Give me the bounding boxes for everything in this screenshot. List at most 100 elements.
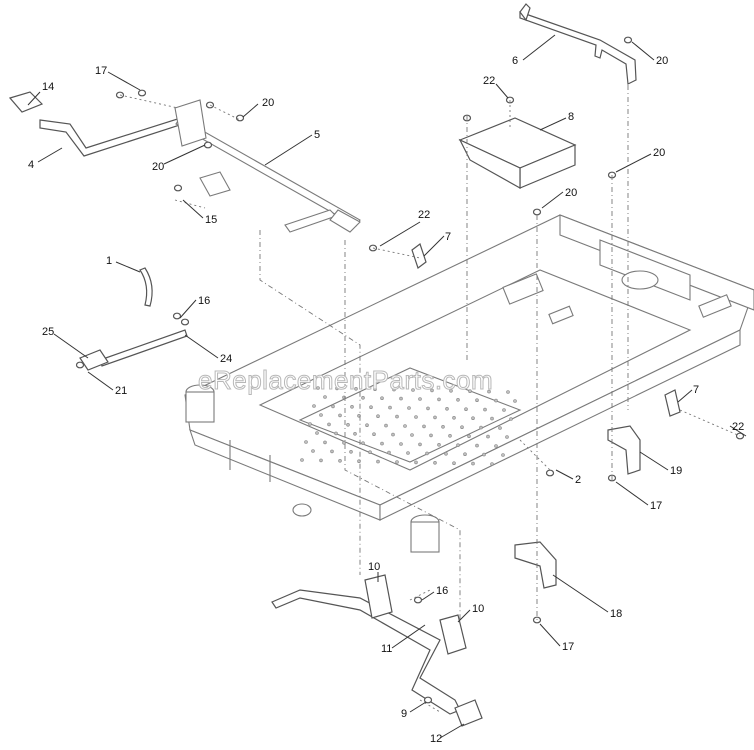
floor-hole (494, 398, 498, 403)
callout-22-c: 22 (732, 421, 744, 433)
floor-hole (422, 424, 426, 429)
floor-hole (467, 434, 471, 439)
floor-hole (406, 451, 410, 455)
floor-hole (437, 442, 441, 447)
floor-hole (449, 388, 453, 393)
callout-14: 14 (42, 81, 54, 93)
floor-hole (349, 449, 353, 454)
callout-11: 11 (381, 643, 392, 655)
watermark: eReplacementParts.com (198, 365, 493, 395)
callout-20-a: 20 (262, 97, 274, 109)
floor-hole (452, 415, 456, 420)
floor-hole (430, 388, 434, 393)
floor-hole (471, 461, 475, 466)
bolt-nut (413, 596, 423, 604)
floor-hole (368, 450, 372, 455)
floor-hole (376, 414, 380, 419)
floor-hole (354, 386, 358, 391)
floor-hole (338, 413, 342, 418)
part-4-lever (8, 91, 193, 157)
callout-4: 4 (28, 159, 34, 171)
callout-leader (631, 41, 655, 61)
floor-hole (463, 452, 467, 457)
floor-hole (498, 426, 502, 430)
part-24-rod (79, 267, 188, 371)
floor-hole (338, 458, 342, 463)
callout-8: 8 (568, 111, 574, 123)
floor-hole (441, 424, 445, 429)
floor-hole (361, 441, 365, 446)
floor-hole (471, 416, 475, 421)
floor-hole (334, 431, 338, 436)
callout-24: 24 (220, 353, 232, 365)
floor-hole (304, 440, 308, 444)
part-11-lower-lever (271, 574, 483, 727)
floor-hole (456, 443, 460, 448)
floor-hole (392, 387, 396, 392)
floor-hole (501, 453, 505, 457)
callout-leader (53, 333, 89, 359)
floor-hole (365, 423, 369, 428)
bolt-nut (137, 89, 147, 97)
floor-hole (410, 433, 414, 437)
hardware (75, 36, 745, 704)
callout-9: 9 (401, 708, 407, 720)
floor-hole (482, 452, 486, 457)
callout-leader (522, 34, 556, 61)
floor-hole (475, 443, 479, 448)
floor-hole (376, 459, 380, 464)
floor-hole (308, 422, 312, 426)
floor-hole (505, 435, 509, 439)
floor-hole (506, 390, 510, 394)
callout-7-b: 7 (693, 384, 699, 396)
floor-hole (399, 396, 403, 401)
floor-hole (315, 431, 319, 435)
bolt-nut (545, 469, 555, 477)
floor-hole (433, 460, 437, 465)
floor-hole (330, 449, 334, 454)
callout-leader (677, 389, 693, 403)
floor-hole (411, 388, 415, 392)
bolt-nut (532, 208, 542, 216)
floor-hole (327, 422, 331, 427)
floor-hole (418, 397, 422, 401)
part-5-shaft (174, 99, 361, 233)
floor-hole (323, 395, 327, 399)
callout-16-b: 16 (436, 585, 448, 597)
callout-22-a: 22 (483, 75, 495, 87)
callout-10-b: 10 (472, 603, 484, 615)
floor-hole (399, 442, 403, 446)
floor-hole (418, 442, 422, 447)
floor-hole (391, 432, 395, 437)
floor-hole (342, 440, 346, 445)
floor-hole (384, 423, 388, 428)
callout-leader (391, 624, 426, 649)
callout-leader (264, 134, 313, 166)
callout-21: 21 (115, 385, 127, 397)
part-7-bracket-upper (411, 243, 427, 269)
floor-hole (353, 431, 357, 436)
callout-leader (107, 71, 141, 91)
callout-leaders (27, 34, 747, 739)
bolt-nut (423, 696, 433, 704)
floor-hole (350, 404, 354, 409)
floor-hole (475, 398, 479, 403)
bolt-nut (75, 361, 85, 369)
callout-leader (495, 83, 509, 99)
callout-leader (421, 591, 435, 601)
floor-hole (346, 422, 350, 427)
callout-19: 19 (670, 465, 682, 477)
bolt-nut (623, 36, 633, 44)
callout-12: 12 (430, 733, 442, 745)
callout-leader (539, 623, 561, 647)
callout-17-top: 17 (95, 65, 107, 77)
floor-hole (479, 425, 483, 430)
floor-hole (331, 404, 335, 409)
part-8-plate (458, 117, 577, 190)
floor-hole (437, 397, 441, 402)
floor-hole (388, 405, 392, 410)
floor-hole (513, 399, 517, 403)
callout-17-bottom: 17 (562, 641, 574, 653)
floor-hole (403, 424, 407, 428)
callout-leader (37, 147, 63, 163)
